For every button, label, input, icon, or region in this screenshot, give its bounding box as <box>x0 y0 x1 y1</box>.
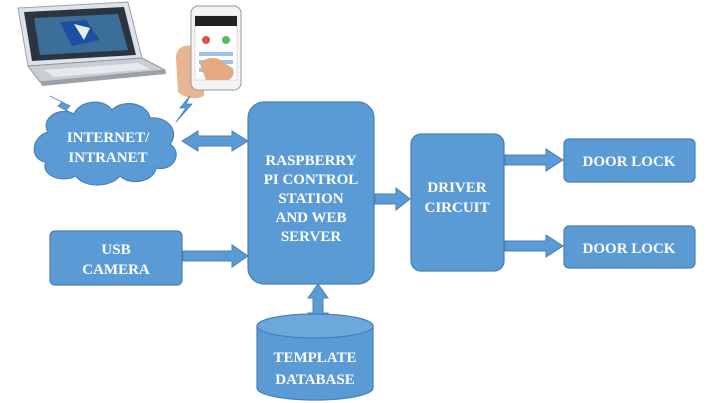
arrow-camera-raspberry <box>182 244 249 268</box>
double-arrow-internet-raspberry <box>181 130 249 152</box>
door-lock-box-1: DOOR LOCK <box>563 138 696 183</box>
arrow-raspberry-driver <box>374 186 411 212</box>
raspberry-label-line5: SERVER <box>281 229 341 245</box>
usb-camera-label-line1: USB <box>101 242 130 258</box>
arrow-driver-doorlock-2 <box>504 234 564 258</box>
template-database-cylinder: TEMPLATE DATABASE <box>256 313 374 401</box>
arrow-driver-doorlock-1 <box>504 148 564 172</box>
raspberry-label-line2: PI CONTROL <box>264 172 359 188</box>
internet-cloud: INTERNET/ INTRANET <box>33 101 177 186</box>
usb-camera-label-line2: CAMERA <box>82 262 150 278</box>
usb-camera-box: USB CAMERA <box>49 230 183 286</box>
smartphone-icon <box>176 5 242 99</box>
database-label-line1: TEMPLATE <box>273 350 356 366</box>
internet-label-line1: INTERNET/ <box>67 130 150 146</box>
wireless-bolt-icon-right <box>175 95 193 123</box>
driver-label-line2: CIRCUIT <box>424 200 489 216</box>
door-lock-box-2: DOOR LOCK <box>563 225 696 269</box>
door-lock-2-label: DOOR LOCK <box>583 241 676 257</box>
driver-circuit-box: DRIVER CIRCUIT <box>410 133 505 272</box>
door-lock-1-label: DOOR LOCK <box>583 154 676 170</box>
database-label-line2: DATABASE <box>275 372 354 388</box>
internet-label-line2: INTRANET <box>68 150 147 166</box>
laptop-icon <box>17 1 167 86</box>
raspberry-pi-box: RASPBERRY PI CONTROL STATION AND WEB SER… <box>247 101 375 285</box>
raspberry-label-line4: AND WEB <box>276 210 347 226</box>
raspberry-label-line3: STATION <box>278 191 343 207</box>
raspberry-label-line1: RASPBERRY <box>265 153 356 169</box>
driver-label-line1: DRIVER <box>427 180 486 196</box>
